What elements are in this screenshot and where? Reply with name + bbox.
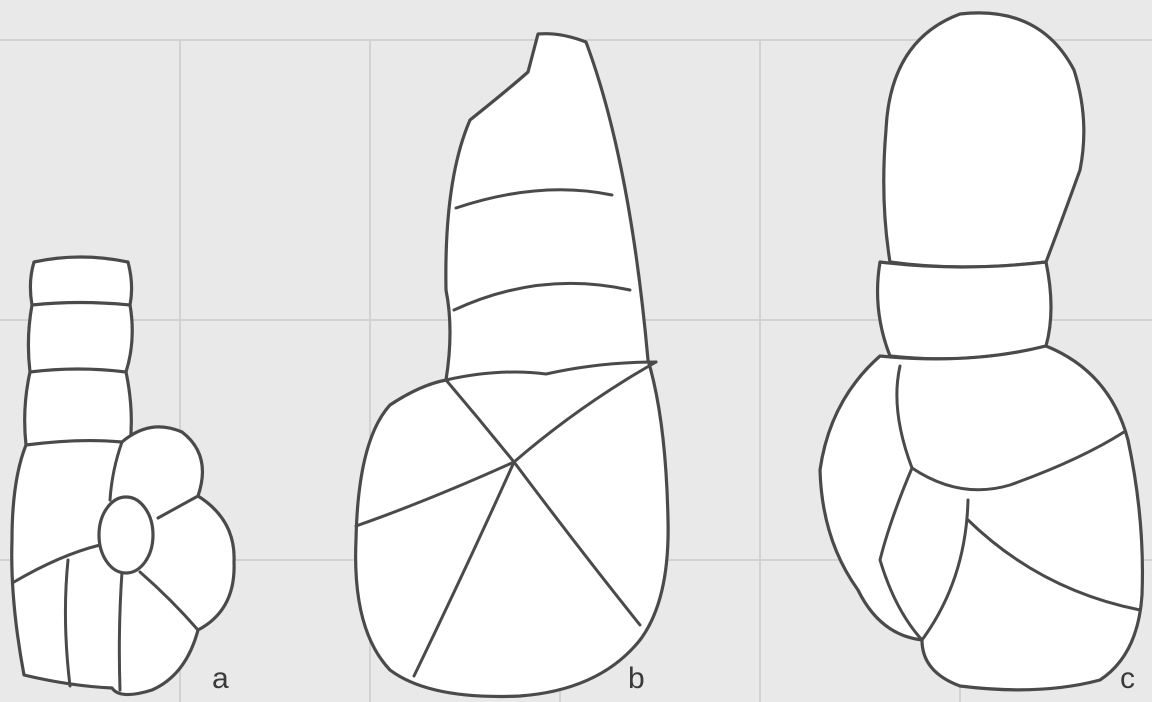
specimen-c-chamber: [878, 262, 1051, 359]
specimen-b: [356, 34, 669, 697]
specimen-c: [820, 13, 1142, 690]
specimen-a-proloculus: [99, 497, 153, 573]
specimen-a-chamber: [28, 303, 132, 376]
specimen-a-chamber: [30, 257, 131, 309]
panel-label-b: b: [628, 662, 645, 696]
specimen-c-chamber: [884, 13, 1084, 267]
specimen-a: [12, 257, 234, 695]
specimen-c-body: [820, 346, 1142, 690]
panel-label-c: c: [1120, 662, 1135, 696]
panel-label-a: a: [212, 662, 229, 696]
specimen-b-test: [356, 34, 669, 697]
specimen-a-chamber: [25, 369, 132, 448]
